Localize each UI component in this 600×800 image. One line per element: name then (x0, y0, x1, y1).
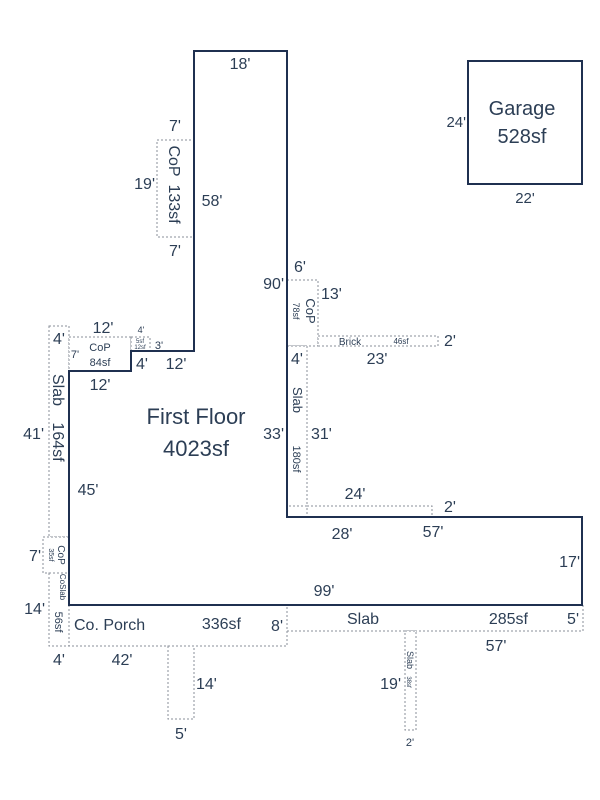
coslab-width-dim: 4' (53, 652, 65, 669)
dim-33: 33' (263, 426, 284, 443)
dim-tower-58: 58' (202, 193, 223, 210)
slab-bottom-length-dim: 57' (486, 638, 507, 655)
cop-left-label-group: CoP 133sf (165, 145, 182, 224)
slab-right-area: 180sf (290, 446, 302, 474)
dim-57-right: 57' (423, 524, 444, 541)
dim-17: 17' (559, 554, 580, 571)
dim-28: 28' (332, 526, 353, 543)
step-right-length-dim: 19' (380, 676, 401, 693)
slab-right-horizontal (306, 505, 433, 518)
coslab-length-dim: 14' (24, 601, 45, 618)
brick-label: Brick (339, 337, 362, 348)
cop-right-side-dim: 13' (321, 286, 342, 303)
brick-length-dim: 23' (367, 351, 388, 368)
slab-bottom-label: Slab (347, 611, 379, 628)
dim-7-cop-small: 7' (71, 349, 79, 361)
first-floor-outline (68, 50, 583, 606)
first-floor-label: First Floor (147, 404, 246, 429)
cop-right-area: 78sf (291, 302, 301, 320)
cop-right-outline (286, 279, 319, 347)
porch-area: 336sf (202, 616, 242, 633)
cop-tiny-label: CoP (55, 545, 66, 565)
step-left-outline (167, 645, 195, 720)
garage-depth-dim: 24' (446, 114, 466, 131)
dim-12-left: 12' (90, 377, 111, 394)
slab-right-bottom-dim: 24' (345, 486, 366, 503)
cop-right-label: CoP (303, 298, 318, 323)
dim-4-step: 4' (136, 356, 148, 373)
cop-tiny-dim: 7' (29, 548, 41, 565)
slab-bottom-depth-dim: 5' (567, 611, 579, 628)
cop-small-label: CoP (89, 342, 110, 354)
dim-3-step: 3' (155, 340, 163, 352)
brick-width-dim: 2' (444, 333, 456, 350)
step-right-label: Slab (405, 651, 415, 669)
step-right-outline (404, 630, 417, 731)
cop-tiny-label-group: CoP 35sf (47, 545, 66, 565)
dim-90: 90' (263, 276, 284, 293)
garage-label: Garage (489, 98, 556, 120)
coslab-label-group: CoSlab 56sf (52, 574, 67, 633)
porch-length-dim: 42' (112, 652, 133, 669)
slab-right-vertical (286, 345, 308, 507)
garage-outline (467, 60, 583, 185)
slab-left-label: Slab (49, 374, 66, 406)
tiny-patio-outline (130, 336, 151, 352)
step-left-length-dim: 14' (196, 676, 217, 693)
step-right-area: 38sf (405, 676, 411, 688)
slab-left-area: 164sf (49, 422, 66, 462)
dim-12-top: 12' (93, 320, 114, 337)
slab-right-label-group: Slab 180sf (290, 387, 305, 473)
tiny-patio-line1: 5sf (136, 339, 144, 345)
cop-small-area: 84sf (90, 357, 112, 369)
dim-12-right: 12' (166, 356, 187, 373)
first-floor-area: 4023sf (163, 436, 230, 461)
slab-right-end-dim: 2' (444, 499, 456, 516)
cop-tiny-outline (42, 536, 70, 574)
step-left-width-dim: 5' (175, 726, 187, 743)
brick-outline (317, 335, 439, 347)
dim-4-tiny: 4' (138, 325, 145, 335)
cop-left-top-dim: 7' (169, 118, 181, 135)
cop-left-side-dim: 19' (134, 176, 155, 193)
cop-left-area: 133sf (165, 184, 182, 224)
cop-left-label: CoP (165, 145, 182, 176)
slab-right-length-dim: 31' (311, 426, 332, 443)
slab-left-label-group: Slab 164sf (49, 374, 66, 462)
slab-bottom-outline (286, 604, 584, 632)
step-right-label-group: Slab 38sf (405, 651, 415, 688)
cop-right-top-dim: 6' (294, 259, 306, 276)
dim-99: 99' (314, 583, 335, 600)
cop-tiny-area: 35sf (47, 548, 54, 561)
dim-top-18: 18' (230, 56, 251, 73)
slab-right-top-dim: 4' (291, 351, 303, 368)
tiny-patio-line2: 12sf (134, 345, 146, 351)
coslab-area: 56sf (52, 612, 64, 634)
slab-left-length-dim: 41' (23, 426, 44, 443)
coslab-label: CoSlab (58, 574, 67, 601)
cop-small-outline (68, 336, 132, 372)
slab-right-label: Slab (290, 387, 305, 413)
porch-depth-dim: 8' (271, 618, 283, 635)
porch-outline (68, 604, 288, 647)
porch-label: Co. Porch (74, 617, 145, 634)
slab-bottom-area: 285sf (489, 611, 529, 628)
garage-width-dim: 22' (515, 190, 535, 207)
slab-left-top-dim: 4' (53, 331, 65, 348)
cop-left-bottom-dim: 7' (169, 243, 181, 260)
brick-area: 46sf (393, 337, 409, 346)
dim-45: 45' (78, 482, 99, 499)
garage-area: 528sf (498, 126, 547, 148)
step-right-width-dim: 2' (406, 737, 414, 749)
cop-right-label-group: CoP 78sf (291, 298, 318, 323)
